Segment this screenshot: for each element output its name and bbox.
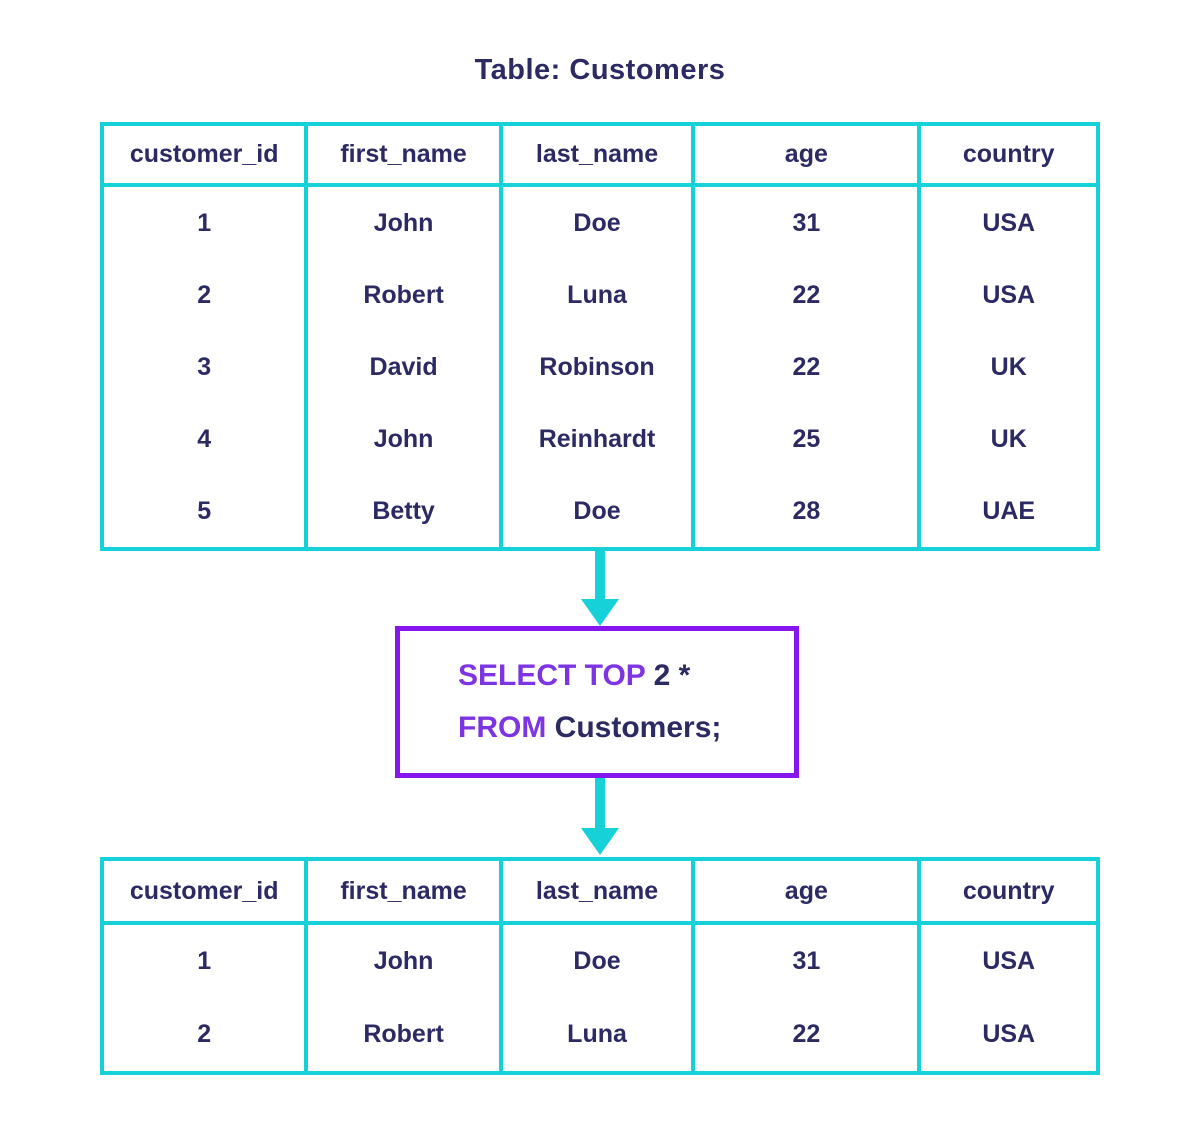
source-column-age: 31 22 22 25 28 <box>691 187 917 547</box>
table-cell: 22 <box>792 280 821 309</box>
table-cell: UAE <box>982 496 1036 525</box>
table-cell: 2 <box>197 1020 212 1048</box>
table-cell: Betty <box>372 496 435 525</box>
table-cell: 22 <box>792 1020 821 1048</box>
table-cell: Robert <box>363 1020 444 1048</box>
sql-keyword-select-top: SELECT TOP <box>458 659 646 692</box>
table-cell: Reinhardt <box>538 424 656 453</box>
table-cell: John <box>373 424 434 453</box>
result-header-first-name: first_name <box>304 861 499 925</box>
result-header-last-name: last_name <box>498 861 692 925</box>
table-cell: 28 <box>792 496 821 525</box>
table-cell: 4 <box>197 424 212 453</box>
table-cell: 31 <box>792 208 821 237</box>
result-column-country: USA USA <box>917 925 1096 1071</box>
source-header-age: age <box>691 126 918 187</box>
source-column-country: USA USA UK UK UAE <box>917 187 1096 547</box>
sql-query-box: SELECT TOP 2 * FROM Customers; <box>395 626 799 778</box>
result-column-age: 31 22 <box>691 925 917 1071</box>
source-table: customer_id first_name last_name age cou… <box>100 122 1100 551</box>
table-cell: UK <box>990 424 1027 453</box>
table-cell: 1 <box>197 947 212 975</box>
table-cell: Luna <box>567 1020 627 1048</box>
source-column-customer-id: 1 2 3 4 5 <box>104 187 304 547</box>
table-cell: 25 <box>792 424 821 453</box>
table-cell: Robert <box>363 280 444 309</box>
table-cell: 1 <box>197 208 212 237</box>
sql-keyword-from: FROM <box>458 711 547 744</box>
sql-query-line-2: FROM Customers; <box>458 711 794 745</box>
table-cell: Doe <box>573 947 621 975</box>
arrow-stem <box>595 551 605 601</box>
sql-query-line-1: SELECT TOP 2 * <box>458 659 794 693</box>
table-cell: UK <box>990 352 1027 381</box>
diagram-title: Table: Customers <box>474 54 726 86</box>
arrow-head-icon <box>581 828 619 855</box>
table-cell: 5 <box>197 496 212 525</box>
source-header-first-name: first_name <box>304 126 499 187</box>
table-cell: Doe <box>573 496 621 525</box>
table-cell: 22 <box>792 352 821 381</box>
table-cell: 3 <box>197 352 212 381</box>
result-table: customer_id first_name last_name age cou… <box>100 857 1100 1075</box>
result-header-country: country <box>917 861 1096 925</box>
source-header-customer-id: customer_id <box>104 126 305 187</box>
table-cell: USA <box>982 280 1036 309</box>
result-column-last-name: Doe Luna <box>498 925 691 1071</box>
result-column-first-name: John Robert <box>304 925 498 1071</box>
sql-query-arguments: 2 * <box>645 659 691 692</box>
table-cell: USA <box>982 947 1036 975</box>
source-header-last-name: last_name <box>498 126 692 187</box>
table-cell: 2 <box>197 280 212 309</box>
result-column-customer-id: 1 2 <box>104 925 304 1071</box>
table-cell: John <box>373 208 434 237</box>
arrow-stem <box>595 778 605 830</box>
table-cell: Luna <box>567 280 627 309</box>
sql-query-table-name: Customers; <box>546 711 722 744</box>
table-cell: Doe <box>573 208 621 237</box>
result-header-age: age <box>691 861 918 925</box>
result-header-customer-id: customer_id <box>104 861 305 925</box>
table-cell: Robinson <box>539 352 655 381</box>
source-column-first-name: John Robert David John Betty <box>304 187 498 547</box>
table-cell: David <box>369 352 438 381</box>
source-column-last-name: Doe Luna Robinson Reinhardt Doe <box>498 187 691 547</box>
table-cell: John <box>373 947 434 975</box>
arrow-head-icon <box>581 599 619 626</box>
source-header-country: country <box>917 126 1096 187</box>
table-cell: 31 <box>792 947 821 975</box>
table-cell: USA <box>982 208 1036 237</box>
table-cell: USA <box>982 1020 1036 1048</box>
